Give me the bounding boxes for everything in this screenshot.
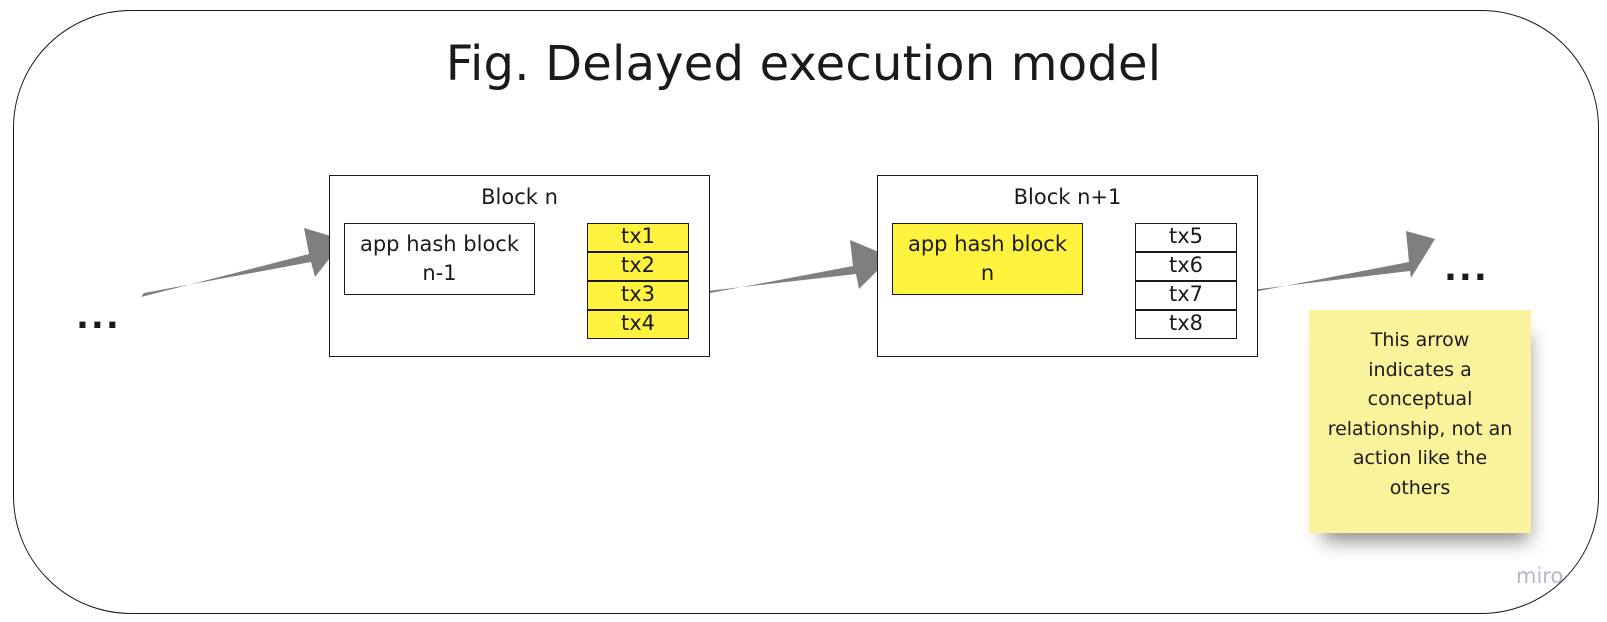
miro-watermark: miro xyxy=(1516,564,1564,588)
app-hash-box: app hash block n-1 xyxy=(344,223,535,295)
ellipsis-left: ... xyxy=(76,297,121,337)
arrow-tx-to-app-hash xyxy=(689,240,891,297)
transaction: tx8 xyxy=(1135,310,1237,339)
transaction: tx1 xyxy=(587,223,689,252)
sticky-note: This arrow indicates a conceptual relati… xyxy=(1309,310,1531,533)
transaction: tx6 xyxy=(1135,252,1237,281)
diagram-frame xyxy=(13,10,1599,614)
transaction: tx2 xyxy=(587,252,689,281)
diagram-title: Fig. Delayed execution model xyxy=(445,36,1162,92)
block-label: Block n+1 xyxy=(1013,185,1122,209)
arrow-into-block-n xyxy=(141,228,344,297)
transaction: tx3 xyxy=(587,281,689,310)
transaction: tx4 xyxy=(587,310,689,339)
transaction: tx5 xyxy=(1135,223,1237,252)
arrow-conceptual xyxy=(1233,231,1435,296)
transaction: tx7 xyxy=(1135,281,1237,310)
block-label: Block n xyxy=(481,185,558,209)
app-hash-box: app hash block n xyxy=(892,223,1083,295)
ellipsis-right: ... xyxy=(1444,249,1489,289)
